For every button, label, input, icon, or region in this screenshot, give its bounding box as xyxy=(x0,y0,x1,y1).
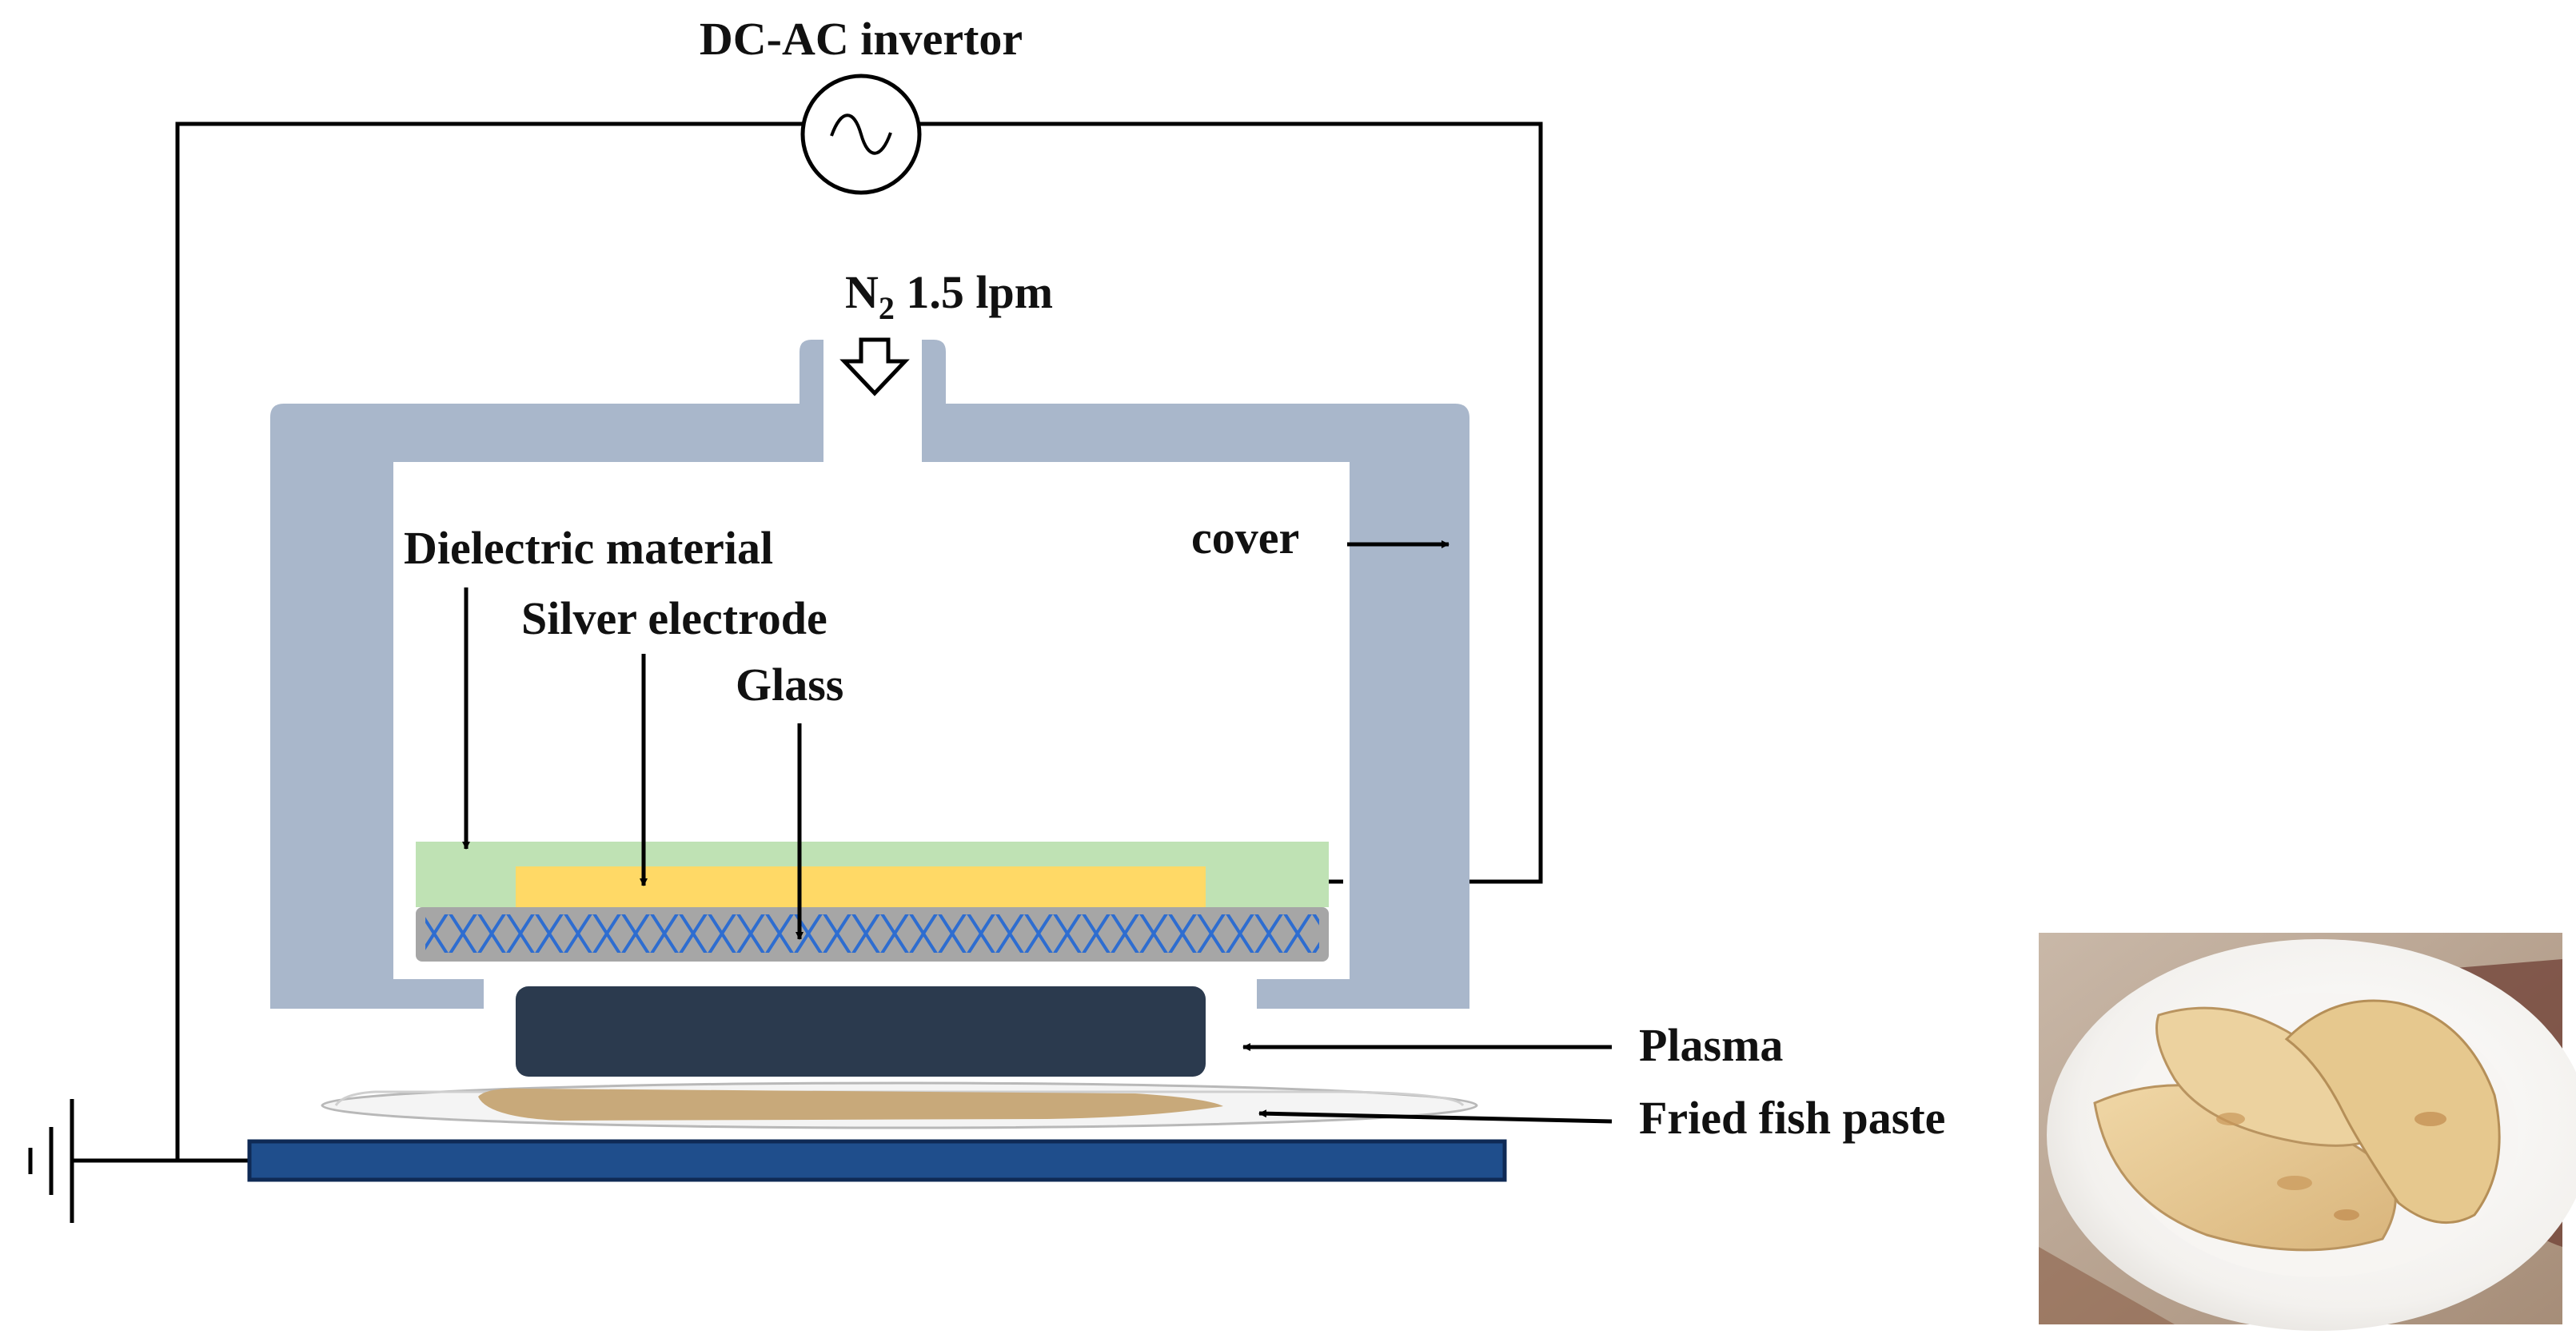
wire-left xyxy=(175,121,803,1161)
fried-fish-paste-photo xyxy=(2039,933,2576,1331)
gas-flow-label: N2 1.5 lpm xyxy=(845,266,1053,326)
down-arrow-icon xyxy=(839,337,910,396)
glass-mesh xyxy=(425,914,1319,953)
ac-source-icon xyxy=(800,74,922,195)
silver-electrode xyxy=(516,866,1206,907)
ground-electrode-plate xyxy=(247,1139,1507,1182)
dielectric-label: Dielectric material xyxy=(404,522,773,574)
sample-label: Fried fish paste xyxy=(1639,1092,1945,1144)
sample-arrow xyxy=(1258,1109,1613,1124)
fried-fish-paste-sample xyxy=(478,1088,1223,1121)
reactor-cover xyxy=(270,340,1469,1009)
plasma-region xyxy=(516,986,1206,1077)
power-supply-label: DC-AC invertor xyxy=(700,13,1023,65)
glass-label: Glass xyxy=(736,659,843,711)
electrode-label: Silver electrode xyxy=(521,592,827,644)
plasma-label: Plasma xyxy=(1639,1019,1783,1071)
ground-icon xyxy=(28,1099,74,1223)
wire-right xyxy=(919,121,1543,884)
cover-label: cover xyxy=(1191,512,1299,563)
